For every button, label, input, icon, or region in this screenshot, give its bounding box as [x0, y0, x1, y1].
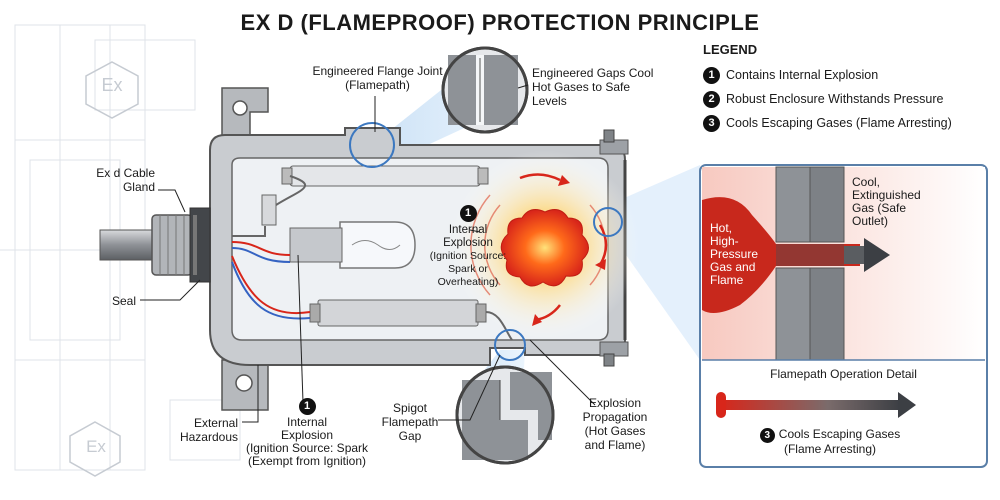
- cable-gland: [99, 207, 211, 283]
- legend-item-text: Contains Internal Explosion: [726, 68, 879, 82]
- flamepath-operation-title: Flamepath Operation Detail: [770, 367, 917, 381]
- legend-item: 1 Contains Internal Explosion: [703, 63, 993, 87]
- ex-hexagon-watermark-bottom: [69, 421, 121, 477]
- legend-number-badge: 2: [703, 90, 720, 108]
- external-hazardous-label: External Hazardous: [179, 416, 238, 444]
- ex-symbol-top: Ex: [101, 75, 123, 95]
- terminal-block: [261, 194, 277, 226]
- legend-item: 3 Cools Escaping Gases (Flame Arresting): [703, 111, 993, 135]
- spigot-callout-ring: [494, 329, 526, 361]
- legend-item: 2 Robust Enclosure Withstands Pressure: [703, 87, 993, 111]
- seal-label: Seal: [111, 294, 136, 308]
- page-title: EX D (FLAMEPROOF) PROTECTION PRINCIPLE: [240, 10, 760, 35]
- legend-number-badge: 1: [703, 66, 720, 84]
- flange-magnifier: [441, 46, 529, 134]
- spigot-magnifier: [455, 365, 555, 465]
- lid-callout-ring: [593, 207, 623, 237]
- flamepath-detail-panel: [699, 164, 988, 468]
- lamp-bulb: [289, 221, 416, 269]
- leader-lines: [140, 84, 596, 423]
- callout-number-badge: 3: [759, 428, 775, 443]
- blueprint-background: [0, 24, 241, 471]
- hot-gas-label: Hot, High- Pressure Gas and Flame: [710, 221, 759, 287]
- legend-number-badge: 3: [703, 114, 720, 132]
- flange-callout-ring: [349, 122, 395, 168]
- explosion-fireball: [500, 209, 589, 287]
- callout-number-badge: 1: [298, 398, 316, 415]
- flange-joint-label: Engineered Flange Joint (Flamepath): [312, 64, 443, 92]
- ex-symbol-bottom: Ex: [86, 437, 106, 456]
- ballast-component: [309, 299, 487, 327]
- legend-title: LEGEND: [703, 42, 758, 57]
- internal-explosion-label: 1 Internal Explosion (Ignition Source: S…: [429, 205, 507, 288]
- mounting-lug-top: [221, 87, 269, 141]
- explosion-propagation-label: Explosion Propagation (Hot Gases and Fla…: [582, 396, 648, 452]
- legend: LEGEND 1 Contains Internal Explosion 2 R…: [703, 42, 993, 135]
- cable-gland-label: Ex d Cable Gland: [96, 166, 155, 194]
- callout-number-badge: 1: [459, 205, 477, 222]
- legend-item-text: Robust Enclosure Withstands Pressure: [726, 92, 944, 106]
- cool-gas-label: Cool, Extinguished Gas (Safe Outlet): [852, 175, 921, 228]
- bottom-internal-explosion-label: 1 Internal Explosion (Ignition Source: S…: [245, 398, 369, 468]
- spigot-gap-label: Spigot Flamepath Gap: [381, 401, 439, 443]
- internal-wiring: [231, 175, 513, 341]
- propagation-arrows: [519, 173, 608, 326]
- legend-item-text: Cools Escaping Gases (Flame Arresting): [726, 116, 952, 130]
- upper-tube-component: [281, 165, 489, 187]
- ex-hexagon-watermark-top: [85, 61, 139, 119]
- gaps-cool-label: Engineered Gaps Cool Hot Gases to Safe L…: [532, 66, 654, 108]
